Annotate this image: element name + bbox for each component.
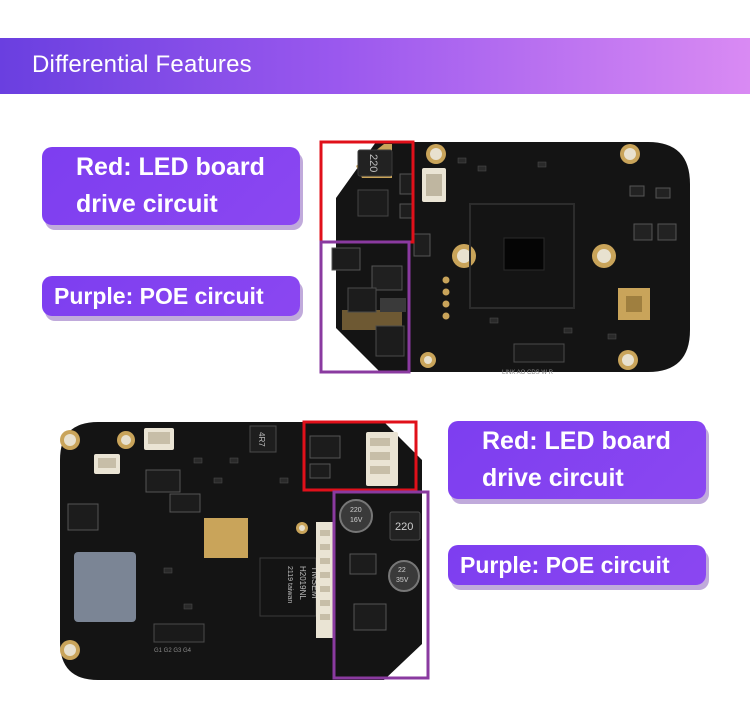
bottom-cap2-line2: 35V bbox=[396, 577, 409, 584]
bottom-grey-shield bbox=[74, 552, 136, 622]
bottom-g-connector bbox=[153, 623, 205, 643]
bottom-purple-label-text: Purple: POE circuit bbox=[460, 552, 670, 578]
top-poe-ic-1 bbox=[331, 247, 361, 271]
top-pcb-drawing: 220 LINK AO CDS W R bbox=[319, 140, 690, 376]
top-purple-outline bbox=[319, 240, 411, 374]
bottom-purple-label: Purple: POE circuit bbox=[448, 545, 706, 585]
bottom-purple-outline bbox=[332, 490, 430, 680]
bottom-cap1-line1: 220 bbox=[350, 507, 362, 514]
top-inductor bbox=[357, 149, 393, 177]
bottom-cap1-line2: 16V bbox=[350, 517, 363, 524]
header-banner: Differential Features bbox=[0, 38, 750, 94]
bottom-transformer-line1: TMSEM bbox=[310, 566, 320, 599]
bottom-gold-pad bbox=[204, 518, 248, 558]
bottom-vertical-connector bbox=[316, 522, 334, 638]
bottom-transformer-line2: H2019NL bbox=[298, 566, 307, 600]
bottom-red-label: Red: LED board drive circuit bbox=[448, 421, 706, 499]
top-sensor-chip bbox=[503, 237, 545, 271]
bottom-pcb-board: 4R7 TMSEM H2019NL 2119 taiwan G1 G2 G3 G… bbox=[54, 418, 436, 682]
top-pcb-board: 220 LINK AO CDS W R bbox=[318, 138, 698, 376]
bottom-cap2-line1: 22 bbox=[398, 567, 406, 574]
top-purple-label: Purple: POE circuit bbox=[42, 276, 300, 316]
header-title: Differential Features bbox=[32, 51, 252, 78]
bottom-red-label-line2: drive circuit bbox=[482, 464, 624, 492]
top-red-label-line1: Red: LED board bbox=[76, 153, 265, 181]
bottom-silk: G1 G2 G3 G4 bbox=[154, 648, 192, 654]
top-bottom-connector bbox=[513, 343, 565, 363]
top-sensor-frame bbox=[469, 203, 575, 309]
bottom-pcb-drawing: 4R7 TMSEM H2019NL 2119 taiwan G1 G2 G3 G… bbox=[60, 420, 430, 680]
bottom-chip-4r7 bbox=[249, 425, 277, 453]
bottom-transformer-line3: 2119 taiwan bbox=[286, 566, 293, 603]
top-red-label-line2: drive circuit bbox=[76, 190, 218, 218]
bottom-cap-2 bbox=[388, 560, 420, 592]
bottom-cap-1 bbox=[339, 499, 373, 533]
bottom-inductor-text: 220 bbox=[395, 521, 413, 533]
bottom-chip-text: 4R7 bbox=[257, 432, 266, 447]
bottom-transformer bbox=[259, 557, 317, 617]
top-purple-label-text: Purple: POE circuit bbox=[54, 283, 264, 309]
bottom-mount-holes bbox=[60, 430, 308, 660]
top-silk-bottom: LINK AO CDS W R bbox=[502, 370, 554, 376]
bottom-inductor bbox=[389, 511, 421, 541]
bottom-red-outline bbox=[302, 420, 418, 492]
top-red-label: Red: LED board drive circuit bbox=[42, 147, 300, 225]
top-inductor-text: 220 bbox=[367, 154, 379, 172]
top-gold-strip bbox=[342, 310, 402, 330]
bottom-red-label-line1: Red: LED board bbox=[482, 427, 671, 455]
